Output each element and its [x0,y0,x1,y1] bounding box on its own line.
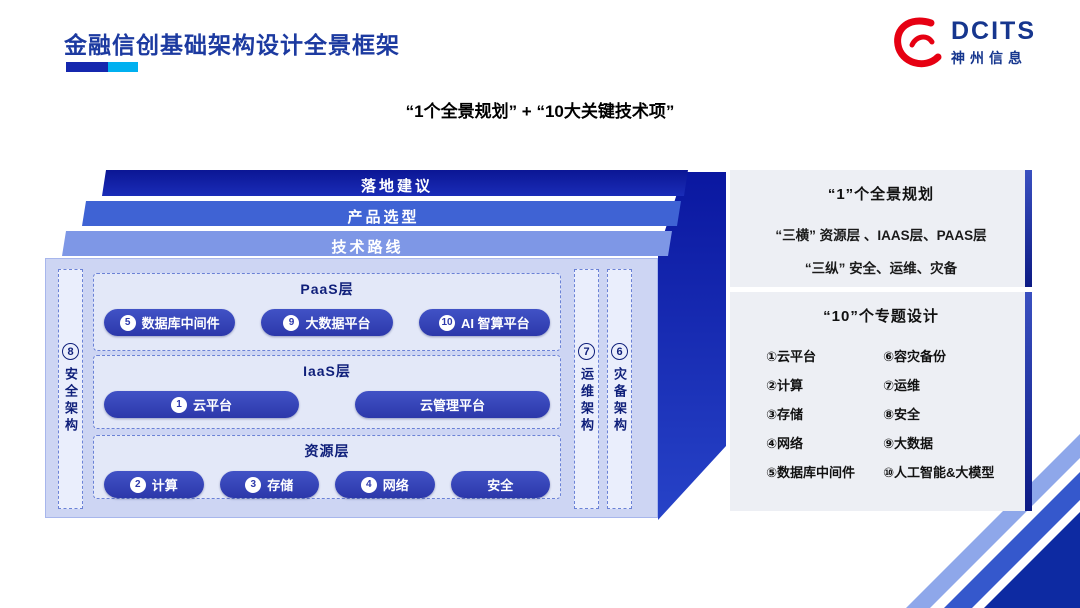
corner-stripe-mid [944,472,1080,608]
security-architecture-bar: 8 安全架构 [58,269,83,509]
corner-stripe-dark [984,512,1080,608]
stack-layer-1-shape [102,170,688,196]
topic-columns: ①云平台 ②计算 ③存储 ④网络 ⑤数据库中间件 ⑥容灾备份 ⑦运维 ⑧安全 ⑨… [730,346,1032,481]
circled-number: 7 [578,343,595,360]
topic-item: ⑧安全 [883,407,921,422]
topic-item: ④网络 [766,436,804,451]
company-logo: DCITS 神州信息 [891,14,1036,72]
btn-security: 安全 [450,471,550,498]
topic-column-1: ①云平台 ②计算 ③存储 ④网络 ⑤数据库中间件 [766,346,855,481]
btn-network: 4 网络 [335,471,435,498]
underline-segment-dark [66,62,108,72]
resource-button-row: 2 计算 3 存储 4 网络 安全 [94,471,560,498]
topic-item: ⑥容灾备份 [883,349,947,364]
corner-stripe-light [906,434,1080,608]
circled-number: 4 [360,476,377,493]
btn-label: 数据库中间件 [141,316,220,331]
topic-item: ⑨大数据 [883,436,934,451]
btn-database-middleware: 5 数据库中间件 [104,309,236,336]
panel-overall-plan: “1”个全景规划 “三横” 资源层 、IAAS层、PAAS层 “三纵” 安全、运… [730,170,1032,287]
section-resource-title: 资源层 [304,443,350,459]
stack-layer-1-label: 落地建议 [360,178,433,195]
btn-label: AI 智算平台 [461,316,530,331]
topic-item: ③存储 [766,407,804,422]
topic-column-2: ⑥容灾备份 ⑦运维 ⑧安全 ⑨大数据 ⑩人工智能&大模型 [883,346,994,481]
stack-layer-2-label: 产品选型 [347,209,420,226]
ops-architecture-bar: 7 运维架构 [574,269,599,509]
topic-item: ①云平台 [766,349,817,364]
section-paas-title: PaaS层 [300,281,354,297]
section-iaas-title: IaaS层 [303,363,351,379]
circled-number: 5 [119,314,136,331]
page-title: 金融信创基础架构设计全景框架 [64,32,400,58]
circled-number: 6 [611,343,628,360]
logo-company: 神州信息 [951,50,1027,67]
btn-label: 网络 [382,478,409,493]
topic-item: ⑩人工智能&大模型 [883,465,995,480]
btn-big-data-platform: 9 大数据平台 [261,309,393,336]
logo-text: DCITS 神州信息 [951,16,1036,69]
panel-topic-designs-title: “10”个专题设计 [823,308,939,325]
btn-label: 云平台 [192,398,232,413]
dcits-swoosh-icon [894,17,942,68]
btn-cloud-platform: 1 云平台 [104,391,299,418]
stack-side-face [658,172,726,520]
panel-line: “三横” 资源层 、IAAS层、PAAS层 [775,228,987,243]
btn-label: 安全 [487,478,514,493]
title-underline [66,62,138,72]
panel-accent-bar [1025,292,1032,511]
stack-layer-3-shape [62,231,672,256]
topic-item: ②计算 [766,378,804,393]
panel-topic-designs: “10”个专题设计 ①云平台 ②计算 ③存储 ④网络 ⑤数据库中间件 ⑥容灾备份… [730,292,1032,511]
btn-compute: 2 计算 [104,471,204,498]
vbar-label: 安全架构 [63,367,78,435]
section-resource: 资源层 2 计算 3 存储 4 网络 安全 [93,435,561,499]
section-paas: PaaS层 5 数据库中间件 9 大数据平台 10 AI 智算平台 [93,273,561,351]
btn-label: 大数据平台 [305,316,371,331]
architecture-body: 8 安全架构 PaaS层 5 数据库中间件 9 大数据平台 10 AI 智算平台 [45,258,658,518]
circled-number: 10 [439,314,455,331]
btn-label: 计算 [151,478,178,493]
circled-number: 2 [129,476,146,493]
circled-number: 3 [245,476,262,493]
iaas-button-row: 1 云平台 云管理平台 [94,391,560,418]
paas-button-row: 5 数据库中间件 9 大数据平台 10 AI 智算平台 [94,309,560,336]
topic-item: ⑤数据库中间件 [766,465,856,480]
btn-label: 存储 [267,478,294,493]
vbar-label: 运维架构 [579,367,594,435]
panel-line: “三纵” 安全、运维、灾备 [804,261,958,276]
circled-number: 9 [283,314,300,331]
panel-overall-plan-title: “1”个全景规划 [827,186,935,203]
disaster-recovery-architecture-bar: 6 灾备架构 [607,269,632,509]
btn-storage: 3 存储 [219,471,319,498]
underline-segment-cyan [108,62,138,72]
stack-layer-3-label: 技术路线 [331,239,404,256]
section-iaas: IaaS层 1 云平台 云管理平台 [93,355,561,429]
btn-label: 云管理平台 [419,398,485,413]
vbar-label: 灾备架构 [612,367,627,435]
panel-accent-bar [1025,170,1032,287]
stack-layer-2-shape [82,201,681,226]
btn-ai-computing-platform: 10 AI 智算平台 [418,309,550,336]
circled-number: 1 [170,396,187,413]
circled-number: 8 [62,343,79,360]
topic-item: ⑦运维 [883,378,921,393]
logo-brand: DCITS [951,16,1036,45]
subtitle: “1个全景规划” + “10大关键技术项” [405,102,675,121]
btn-cloud-management-platform: 云管理平台 [355,391,550,418]
